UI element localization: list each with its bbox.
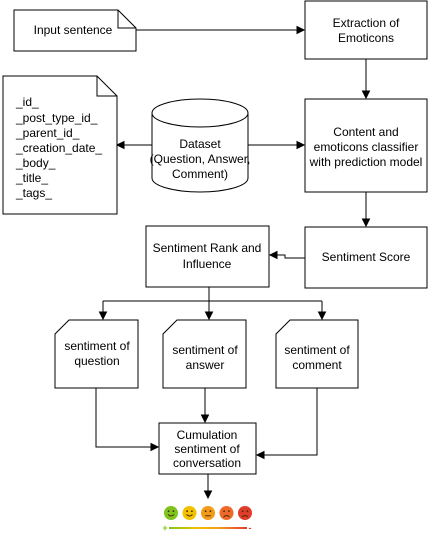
cumulation-label-3: conversation bbox=[173, 456, 241, 470]
dataset-label-3: Comment) bbox=[172, 167, 228, 181]
extraction-label-2: Emoticons bbox=[338, 31, 394, 45]
rank-label-2: Influence bbox=[183, 257, 232, 271]
field-label-5: _body_ bbox=[15, 156, 56, 170]
arrowhead bbox=[204, 311, 214, 321]
arrowhead bbox=[296, 25, 306, 35]
node-score: Sentiment Score bbox=[304, 226, 428, 289]
arrowhead bbox=[361, 90, 371, 100]
sentiment-scale: + - bbox=[162, 506, 252, 533]
edges bbox=[95, 25, 371, 500]
node-cumulation: Cumulation sentiment of conversation bbox=[158, 422, 257, 475]
cumulation-label-1: Cumulation bbox=[177, 428, 238, 442]
scale-bar bbox=[169, 527, 247, 529]
sentiment-question-label-2: question bbox=[74, 354, 119, 368]
rank-label-1: Sentiment Rank and bbox=[153, 241, 262, 255]
edge-rank-split bbox=[102, 287, 323, 313]
classifier-label-2: emoticons classifier bbox=[314, 140, 419, 154]
arrowhead bbox=[268, 250, 278, 260]
sentiment-comment-label-2: comment bbox=[292, 358, 342, 372]
emoji-sad-icon bbox=[219, 506, 234, 520]
dataset-label-2: (Question, Answer, bbox=[150, 152, 251, 166]
arrowhead bbox=[296, 140, 306, 150]
edge-question-to-cumulation bbox=[95, 388, 152, 448]
sentiment-answer-label-2: answer bbox=[186, 358, 225, 372]
emoji-faces bbox=[164, 506, 252, 520]
emoji-neutral-icon bbox=[201, 506, 215, 520]
extraction-label-1: Extraction of bbox=[333, 16, 400, 30]
node-sentiment-comment: sentiment of comment bbox=[275, 319, 359, 389]
node-fields: _id_ _post_type_id_ _parent_id_ _creatio… bbox=[2, 75, 118, 215]
node-sentiment-question: sentiment of question bbox=[54, 319, 139, 389]
score-label: Sentiment Score bbox=[322, 250, 411, 264]
field-label-3: _parent_id_ bbox=[15, 126, 80, 140]
arrowhead bbox=[317, 311, 327, 321]
arrowhead bbox=[98, 311, 108, 321]
node-extraction: Extraction of Emoticons bbox=[304, 0, 428, 60]
edge-score-to-rank bbox=[276, 254, 305, 259]
dataset-label-1: Dataset bbox=[179, 137, 221, 151]
edge-comment-to-cumulation bbox=[263, 388, 318, 456]
classifier-label-3: with prediction model bbox=[309, 155, 423, 169]
arrowhead bbox=[115, 140, 125, 150]
emoji-happy-icon bbox=[182, 506, 197, 520]
input-sentence-label: Input sentence bbox=[34, 23, 113, 37]
classifier-label-1: Content and bbox=[333, 125, 398, 139]
arrowhead bbox=[361, 218, 371, 228]
field-label-6: _title_ bbox=[15, 171, 48, 185]
node-dataset: Dataset (Question, Answer, Comment) bbox=[150, 98, 251, 193]
field-label-7: _tags_ bbox=[15, 186, 52, 200]
node-classifier: Content and emoticons classifier with pr… bbox=[304, 98, 428, 193]
arrowhead bbox=[255, 450, 265, 460]
scale-minus-label: - bbox=[249, 523, 252, 533]
field-label-2: _post_type_id_ bbox=[15, 111, 98, 125]
cumulation-label-2: sentiment of bbox=[174, 442, 240, 456]
scale-plus-label: + bbox=[162, 523, 167, 533]
field-label-4: _creation_date_ bbox=[15, 141, 102, 155]
sentiment-question-label-1: sentiment of bbox=[64, 339, 130, 353]
sentiment-answer-label-1: sentiment of bbox=[172, 343, 238, 357]
emoji-very-sad-icon bbox=[238, 506, 252, 520]
sentiment-comment-label-1: sentiment of bbox=[284, 343, 350, 357]
arrowhead bbox=[200, 414, 210, 424]
emoji-very-happy-icon bbox=[164, 506, 178, 520]
arrowhead bbox=[150, 442, 160, 452]
node-sentiment-answer: sentiment of answer bbox=[162, 319, 247, 389]
arrowhead bbox=[203, 490, 213, 500]
field-label-1: _id_ bbox=[15, 95, 39, 109]
node-rank: Sentiment Rank and Influence bbox=[145, 225, 270, 288]
node-input-sentence: Input sentence bbox=[13, 9, 137, 52]
